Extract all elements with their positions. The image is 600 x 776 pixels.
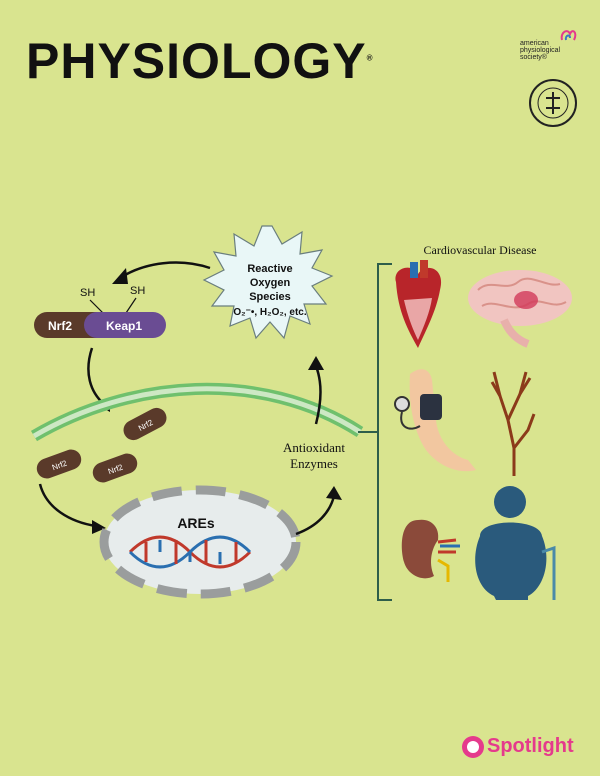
nrf2-arrowhead: [92, 520, 106, 534]
blood-pressure-icon: [394, 369, 476, 472]
enzymes-line1: Antioxidant: [283, 440, 345, 455]
ares-to-enzymes-arrow: [295, 495, 336, 536]
ros-line4: O₂⁻•, H₂O₂, etc.: [233, 307, 306, 318]
spotlight-label: Spotlight: [487, 735, 574, 757]
free-nrf2-2: Nrf2: [36, 449, 82, 479]
aps-line2: physiological: [520, 47, 561, 54]
ares-arrowhead: [326, 486, 342, 500]
elderly-person-icon: [475, 486, 556, 600]
sh-label-1: SH: [80, 287, 95, 299]
nrf2-label: Nrf2: [48, 319, 72, 333]
disease-bracket: [377, 263, 392, 601]
aps-seal-icon: [529, 79, 577, 127]
aps-logo-mark: [560, 30, 577, 41]
kidney-icon: [401, 519, 460, 582]
free-nrf2-3: Nrf2: [92, 453, 138, 483]
enzymes-to-ros-arrow: [314, 365, 322, 425]
ares-label: AREs: [177, 515, 215, 531]
spotlight-icon: [462, 735, 484, 758]
blood-vessel-icon: [490, 371, 536, 476]
keap1-label: Keap1: [106, 319, 142, 333]
free-nrf2-1: Nrf2: [123, 407, 167, 441]
spotlight-badge: Spotlight: [462, 735, 574, 758]
dna-icon: [128, 535, 252, 569]
complex-to-nucleus-arrow: [87, 347, 105, 405]
nrf2-to-ares-arrow: [38, 483, 97, 528]
aps-logo: american physiological society®: [520, 26, 590, 61]
ros-starburst: [202, 225, 334, 340]
ros-to-keap1-arrow: [119, 261, 211, 280]
enzymes-line2: Enzymes: [290, 456, 338, 471]
disease-title: Cardiovascular Disease: [424, 243, 537, 257]
aps-line3: society®: [520, 54, 547, 61]
journal-title: PHYSIOLOGY®: [26, 33, 374, 89]
ros-line1: Reactive: [247, 263, 292, 275]
keap1-capsule: [84, 312, 166, 338]
sh-label-2: SH: [130, 285, 145, 297]
enzymes-arrowhead: [308, 356, 324, 370]
heart-icon: [395, 260, 442, 348]
ros-line2: Oxygen: [250, 277, 291, 289]
ros-line3: Species: [249, 291, 291, 303]
nuclear-envelope: [99, 485, 301, 599]
ros-to-keap1-arrowhead: [112, 268, 128, 284]
aps-line1: american: [520, 40, 549, 47]
brain-icon: [468, 270, 572, 348]
